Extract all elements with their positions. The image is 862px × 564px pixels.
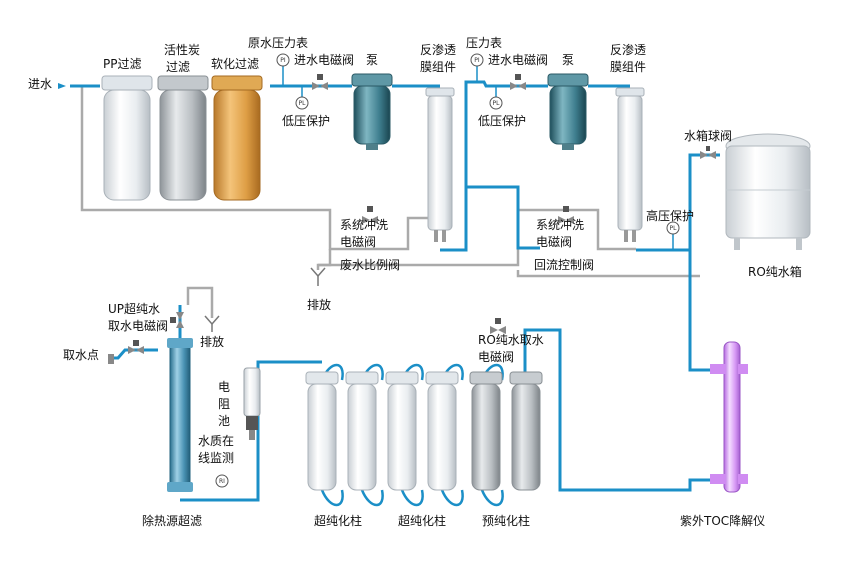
drain-funnel-1-icon xyxy=(310,267,326,286)
svg-text:PL: PL xyxy=(493,100,501,107)
ultra-column-1 xyxy=(305,371,339,491)
label-ro1-1: 反渗透 xyxy=(420,43,457,57)
tank-ball-valve-icon xyxy=(700,146,716,159)
uv-toc-degrader xyxy=(710,341,748,493)
pressure-gauge-2-icon: PI xyxy=(470,53,484,82)
label-waste-ratio-valve: 废水比例阀 xyxy=(340,258,401,272)
pre-column-2 xyxy=(509,371,543,491)
label-ro-tank: RO纯水箱 xyxy=(748,265,802,279)
label-tank-valve: 水箱球阀 xyxy=(684,129,733,143)
svg-text:PI: PI xyxy=(474,57,480,64)
label-carbon-2: 过滤 xyxy=(166,60,191,74)
ro-membrane-2 xyxy=(615,87,645,242)
label-gauge-2: 压力表 xyxy=(466,36,503,50)
pump-1 xyxy=(351,73,393,150)
label-ultra-column-1: 超纯化柱 xyxy=(314,514,363,528)
label-softener: 软化过滤 xyxy=(211,57,260,71)
label-ultra-column-2: 超纯化柱 xyxy=(398,514,447,528)
label-up-valve-2: 取水电磁阀 xyxy=(108,319,169,333)
inlet-arrow-icon xyxy=(58,83,66,89)
label-pp-filter: PP过滤 xyxy=(103,57,142,71)
inlet-solenoid-valve-2-icon xyxy=(510,74,526,90)
high-pressure-switch-icon: PL xyxy=(666,221,680,250)
label-return-control-valve: 回流控制阀 xyxy=(534,258,595,272)
pp-filter-housing xyxy=(101,75,153,201)
label-up-valve-1: UP超纯水 xyxy=(108,302,161,316)
svg-text:PL: PL xyxy=(670,225,678,232)
flush-solenoid-valve-2-icon xyxy=(558,206,574,224)
label-inlet-valve-1: 进水电磁阀 xyxy=(294,53,355,67)
label-ro2-2: 膜组件 xyxy=(610,60,647,74)
tap-outlet-icon xyxy=(108,354,114,364)
label-flush-1-2: 电磁阀 xyxy=(340,235,377,249)
pump-2 xyxy=(547,73,589,150)
label-quality-2: 线监测 xyxy=(198,451,235,465)
low-pressure-switch-2-icon: PL xyxy=(489,86,503,110)
raw-water-pressure-gauge-icon: PI xyxy=(276,53,290,86)
label-resist-2: 阻 xyxy=(218,397,231,411)
up-water-take-valve-icon xyxy=(170,312,184,328)
ultra-column-2 xyxy=(345,371,379,491)
svg-text:PI: PI xyxy=(280,57,286,64)
label-drain-1: 排放 xyxy=(307,298,332,312)
svg-text:RI: RI xyxy=(219,478,225,485)
label-carbon-1: 活性炭 xyxy=(164,43,201,57)
inlet-solenoid-valve-1-icon xyxy=(312,74,328,90)
ultra-column-3 xyxy=(385,371,419,491)
label-pump-2: 泵 xyxy=(562,53,575,67)
label-flush-2-2: 电磁阀 xyxy=(536,235,573,249)
pyrogen-ultrafilter xyxy=(167,338,193,492)
label-ro2-1: 反渗透 xyxy=(610,43,647,57)
pre-column-1 xyxy=(469,371,503,491)
label-low-pressure-1: 低压保护 xyxy=(282,114,331,128)
resistivity-cell xyxy=(243,367,261,440)
label-low-pressure-2: 低压保护 xyxy=(478,114,527,128)
label-ro1-2: 膜组件 xyxy=(420,60,457,74)
label-inlet: 进水 xyxy=(28,77,53,91)
label-ro-take-valve-2: 电磁阀 xyxy=(478,350,515,364)
label-inlet-valve-2: 进水电磁阀 xyxy=(488,53,549,67)
label-flush-2-1: 系统冲洗 xyxy=(536,218,585,232)
water-pipes xyxy=(70,80,720,502)
label-pre-column: 预纯化柱 xyxy=(482,514,531,528)
softener-housing xyxy=(211,75,263,201)
ro-pure-water-tank xyxy=(725,133,811,250)
label-pump-1: 泵 xyxy=(366,53,379,67)
ultra-column-4 xyxy=(425,371,459,491)
label-resist-1: 电 xyxy=(218,380,231,394)
label-drain-2: 排放 xyxy=(200,335,225,349)
label-pyrogen-ultrafilter: 除热源超滤 xyxy=(142,514,203,528)
tap-valve-icon xyxy=(128,340,144,354)
drain-funnel-2-icon xyxy=(204,315,220,332)
carbon-filter-housing xyxy=(157,75,209,201)
label-resist-3: 池 xyxy=(218,414,231,428)
label-quality-1: 水质在 xyxy=(198,434,235,448)
drain-pipes xyxy=(80,86,700,318)
label-raw-gauge: 原水压力表 xyxy=(248,36,309,50)
flush-solenoid-valve-1-icon xyxy=(362,206,378,224)
label-flush-1-1: 系统冲洗 xyxy=(340,218,389,232)
label-tap: 取水点 xyxy=(63,348,100,362)
label-high-pressure: 高压保护 xyxy=(646,209,695,223)
low-pressure-switch-1-icon: PL xyxy=(295,86,309,110)
label-ro-take-valve-1: RO纯水取水 xyxy=(478,333,544,347)
svg-text:PL: PL xyxy=(299,100,307,107)
resistivity-sensor-icon: RI xyxy=(215,474,229,488)
label-uv-toc: 紫外TOC降解仪 xyxy=(680,514,766,528)
ro-water-take-valve-icon xyxy=(490,318,506,334)
ro-membrane-1 xyxy=(425,87,455,242)
